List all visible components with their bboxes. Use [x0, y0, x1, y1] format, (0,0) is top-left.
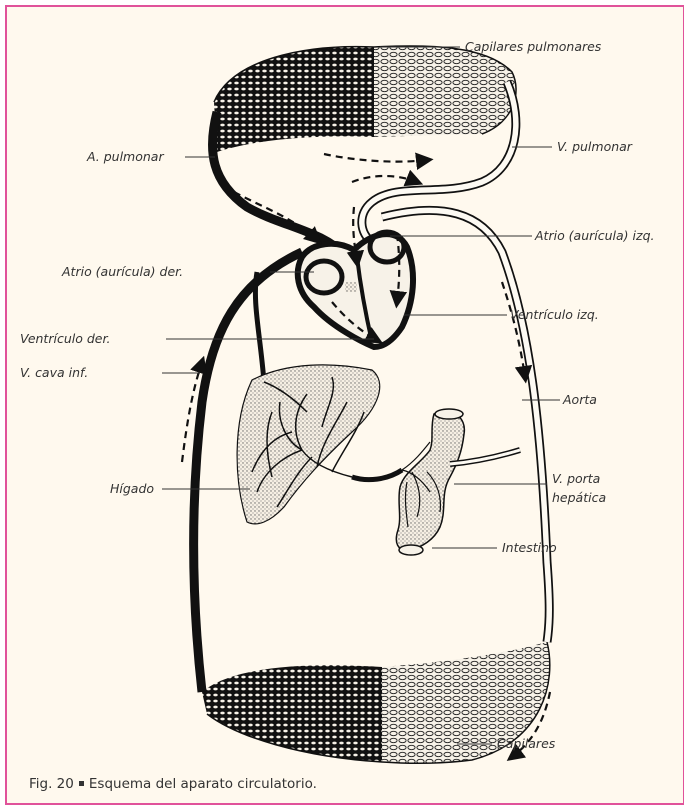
label-ventriculo-izq: Ventrículo izq. [510, 308, 599, 322]
circulatory-diagram [7, 7, 686, 807]
label-intestino: Intestino [502, 541, 557, 555]
portal-vein [352, 470, 402, 480]
caption-text: Esquema del aparato circulatorio. [89, 776, 317, 792]
liver [237, 365, 380, 524]
label-aorta: Aorta [563, 393, 597, 407]
label-v-cava-inf: V. cava inf. [20, 366, 88, 380]
label-v-porta: V. porta [552, 472, 600, 486]
label-ventriculo-der: Ventrículo der. [20, 332, 110, 346]
label-atrio-der: Atrio (aurícula) der. [62, 265, 183, 279]
label-v-pulmonar: V. pulmonar [557, 140, 632, 154]
figure-caption: Fig. 20 Esquema del aparato circulatorio. [29, 776, 317, 792]
intestine [396, 409, 520, 555]
figure-frame: Capilares pulmonares A. pulmonar V. pulm… [5, 5, 684, 805]
label-a-pulmonar: A. pulmonar [87, 150, 164, 164]
caption-fig-number: Fig. 20 [29, 776, 74, 792]
label-higado: Hígado [110, 482, 154, 496]
caption-bullet [79, 781, 84, 786]
label-capilares-pulmonares: Capilares pulmonares [465, 40, 601, 54]
pulmonary-capillaries [214, 46, 516, 152]
label-hepatica: hepática [552, 491, 606, 505]
label-atrio-izq: Atrio (aurícula) izq. [535, 229, 654, 243]
label-capilares: Capilares [497, 737, 555, 751]
